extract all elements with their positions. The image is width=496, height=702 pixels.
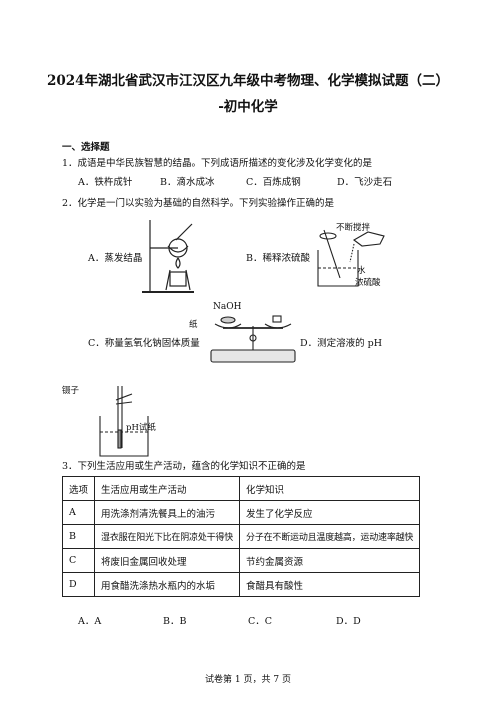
acid-label: 浓硫酸: [355, 278, 381, 288]
q2-option-b: B．稀释浓硫酸: [246, 253, 310, 264]
q3-option-c: C．C: [248, 616, 273, 627]
table-row: D 用食醋洗涤热水瓶内的水垢 食醋具有酸性: [61, 572, 421, 597]
paper-subtitle: -初中化学: [218, 99, 278, 115]
q3-option-d: D．D: [336, 616, 361, 627]
q2-option-c: C．称量氢氧化钠固体质量: [88, 338, 200, 349]
page-footer: 试卷第 1 页，共 7 页: [205, 675, 291, 685]
q2-stem: 2．化学是一门以实验为基础的自然科学。下列实验操作正确的是: [62, 198, 335, 209]
ph-paper-label: pH试纸: [126, 423, 156, 433]
section-heading: 一、选择题: [62, 142, 110, 153]
table-row: A 用洗涤剂清洗餐具上的油污 发生了化学反应: [61, 500, 421, 525]
table-row: B 湿衣服在阳光下比在阴凉处干得快 分子在不断运动且温度越高，运动速率越快: [61, 524, 421, 549]
paper-title: 2024年湖北省武汉市江汉区九年级中考物理、化学模拟试题（二）: [46, 73, 450, 89]
table-cell: C: [61, 548, 96, 573]
tweezers-label: 镊子: [62, 386, 80, 396]
q2-option-d: D．测定溶液的 pH: [300, 338, 383, 349]
table-cell: D: [61, 572, 96, 597]
table-row: C 将废旧金属回收处理 节约金属资源: [61, 548, 421, 573]
table-cell: A: [61, 500, 96, 525]
evaporation-apparatus-figure: [142, 220, 194, 293]
naoh-label: NaOH: [213, 302, 242, 312]
table-header-cell: 生活应用或生产活动: [94, 476, 241, 501]
balance-figure: [210, 315, 296, 363]
table-header-cell: 选项: [61, 476, 96, 501]
table-header-cell: 化学知识: [239, 476, 421, 501]
q1-stem: 1．成语是中华民族智慧的结晶。下列成语所描述的变化涉及化学变化的是: [62, 158, 373, 169]
q1-option-a: A．铁杵成针: [78, 177, 133, 188]
q1-option-d: D．飞沙走石: [337, 177, 393, 188]
q3-option-a: A．A: [78, 616, 102, 627]
paper-label: 纸: [189, 320, 198, 330]
water-label: 水: [357, 266, 366, 276]
table-cell: 发生了化学反应: [239, 500, 421, 525]
table-cell: 湿衣服在阳光下比在阴凉处干得快: [94, 524, 241, 549]
table-cell: 节约金属资源: [239, 548, 421, 573]
q1-option-c: C．百炼成钢: [246, 177, 301, 188]
table-header-row: 选项 生活应用或生产活动 化学知识: [61, 476, 421, 501]
q1-option-b: B．滴水成冰: [160, 177, 215, 188]
stir-label: 不断搅拌: [336, 223, 371, 233]
table-cell: 食醋具有酸性: [239, 572, 421, 597]
table-cell: 用洗涤剂清洗餐具上的油污: [94, 500, 241, 525]
table-cell: B: [61, 524, 96, 549]
ph-test-figure: [99, 386, 149, 457]
table-cell: 用食醋洗涤热水瓶内的水垢: [94, 572, 241, 597]
q3-option-b: B．B: [163, 616, 187, 627]
diluting-acid-figure: [317, 229, 385, 287]
q2-option-a: A．蒸发结晶: [88, 253, 143, 264]
table-cell: 分子在不断运动且温度越高，运动速率越快: [239, 524, 421, 549]
q3-stem: 3．下列生活应用或生产活动，蕴含的化学知识不正确的是: [62, 461, 306, 472]
table-cell: 将废旧金属回收处理: [94, 548, 241, 573]
q3-table: 选项 生活应用或生产活动 化学知识 A 用洗涤剂清洗餐具上的油污 发生了化学反应…: [61, 476, 421, 597]
